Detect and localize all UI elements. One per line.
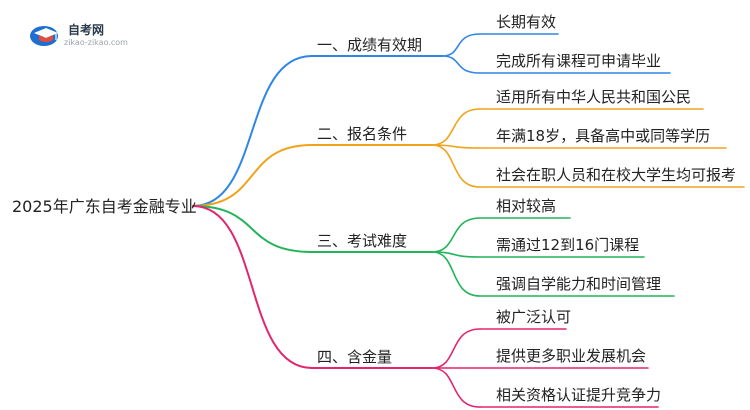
branch-connector-2: [192, 144, 313, 207]
leaf-connector-2-1: [431, 108, 481, 146]
leaf-label-2-2[interactable]: 年满18岁，具备高中或同等学历: [496, 127, 710, 145]
leaf-connector-2-3: [431, 144, 481, 188]
leaf-connector-4-3: [431, 367, 481, 408]
logo-title: 自考网: [68, 23, 105, 37]
branch-label-2[interactable]: 二、报名条件: [317, 125, 407, 143]
leaf-label-3-3[interactable]: 强调自学能力和时间管理: [496, 275, 661, 293]
branch-label-4[interactable]: 四、含金量: [317, 348, 392, 366]
leaf-label-1-2[interactable]: 完成所有课程可申请毕业: [496, 52, 661, 70]
branch-connector-4: [192, 205, 313, 369]
leaf-label-3-1[interactable]: 相对较高: [496, 197, 556, 215]
branch-label-3[interactable]: 三、考试难度: [317, 232, 407, 250]
graduation-cap-icon: [30, 26, 58, 46]
connector-lines: [192, 33, 745, 408]
logo-url: zikao-zikao.com: [64, 38, 128, 47]
leaf-connector-3-3: [431, 251, 481, 297]
leaf-label-3-2[interactable]: 需通过12到16门课程: [496, 236, 639, 254]
leaf-label-4-2[interactable]: 提供更多职业发展机会: [496, 347, 646, 365]
leaf-connector-3-2: [431, 251, 481, 258]
leaf-connector-1-1: [441, 33, 481, 57]
leaf-label-2-3[interactable]: 社会在职人员和在校大学生均可报考: [496, 166, 736, 184]
leaf-connector-3-1: [431, 217, 481, 253]
branch-connector-3: [192, 205, 313, 253]
leaf-label-1-1[interactable]: 长期有效: [496, 13, 556, 31]
root-node-label[interactable]: 2025年广东自考金融专业: [12, 197, 197, 216]
leaf-label-2-1[interactable]: 适用所有中华人民共和国公民: [496, 88, 691, 106]
site-logo[interactable]: 自考网 zikao-zikao.com: [28, 20, 158, 52]
leaf-connector-4-1: [431, 328, 481, 369]
branch-label-1[interactable]: 一、成绩有效期: [317, 36, 422, 54]
leaf-connector-2-2: [431, 144, 481, 149]
leaf-connector-1-2: [441, 55, 481, 74]
branch-connector-1: [192, 55, 313, 207]
node-labels: 2025年广东自考金融专业 一、成绩有效期 长期有效完成所有课程可申请毕业二、报名条…: [12, 13, 736, 404]
leaf-label-4-3[interactable]: 相关资格认证提升竞争力: [496, 386, 661, 404]
leaf-label-4-1[interactable]: 被广泛认可: [496, 308, 571, 326]
